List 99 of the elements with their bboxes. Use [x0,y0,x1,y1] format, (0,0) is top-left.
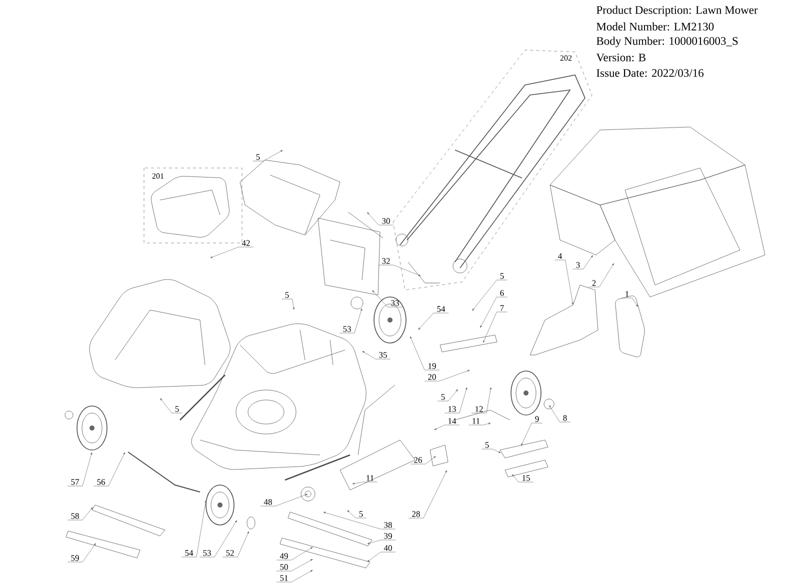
leader-line [418,312,449,330]
callout-number: 5 [500,273,504,279]
callout-number: 11 [472,418,480,424]
leader-line [352,482,378,484]
callout-number: 5 [256,154,260,160]
callout-number: 58 [71,513,79,519]
callout-number: 4 [558,253,562,259]
leader-line [367,540,396,544]
callout-number: 9 [535,416,539,422]
leader-line [67,507,93,520]
leader-line [521,422,542,446]
callout-number: 6 [500,290,504,296]
callout-number: 5 [359,511,363,517]
leader-line [472,280,508,311]
leader-line [512,474,534,482]
callout-number: 57 [71,479,79,485]
header-text: Model Number: LM2130 [596,22,714,31]
leader-line [347,510,366,518]
callout-number: 5 [485,442,489,448]
leader-line [222,531,249,558]
leader-line [483,312,508,343]
callout-number: 7 [500,305,504,311]
leader-line [622,298,638,307]
callout-number: 14 [448,418,456,424]
callout-number: 42 [242,240,250,246]
callout-number: 8 [563,415,567,421]
callout-number: 40 [384,545,392,551]
leader-line [434,424,460,430]
callout-number: 54 [185,550,194,556]
callout-number: 50 [280,564,288,570]
leader-line [572,255,593,270]
callout-number: 28 [412,511,420,517]
callout-number: 12 [476,406,483,412]
leader-line [480,296,508,328]
leader-line [67,543,96,562]
callout-number: 33 [391,300,399,306]
leader-line [444,387,468,414]
leader-line [339,308,362,334]
callout-number: 32 [382,258,390,264]
callout-number: 5 [175,406,179,412]
callout-number: 52 [226,550,234,556]
callout-number: 26 [414,457,422,463]
callout-number: 48 [264,499,272,505]
callout-number: 5 [285,292,289,298]
leader-line [410,336,440,370]
callout-number: 3 [576,262,580,268]
leader-line [378,264,421,276]
callout-number: 15 [522,475,530,481]
leader-line [276,547,313,560]
leader-line [199,520,237,558]
leader-line [424,370,470,382]
leader-line [93,452,125,486]
callout-number: 13 [448,406,456,412]
leader-line [67,452,92,486]
header-text: Product Description: Lawn Mower [596,6,758,16]
callout-number: 56 [97,479,105,485]
header-text: Body Number: 1000016003_S [596,36,738,48]
callout-number: 53 [343,326,351,332]
leader-line [588,263,614,288]
callout-number: 2 [592,280,596,286]
leader-line [554,260,574,305]
leader-line [160,398,182,414]
leader-line [482,448,501,453]
header-text: Version: B [596,54,646,62]
callout-number: 19 [428,363,436,369]
callout-number: 38 [384,522,392,528]
leader-line [260,494,308,506]
callout-number: 59 [71,555,79,561]
assembly-number: 201 [152,173,164,179]
callout-number: 39 [384,533,392,539]
callout-number: 49 [280,553,288,559]
callout-number: 11 [366,475,374,481]
callout-number: 53 [203,550,211,556]
leader-line [323,512,396,530]
leader-line [276,559,313,572]
callout-number: 5 [441,394,445,400]
leader-line [210,246,254,258]
callout-number: 54 [437,306,446,312]
leader-line [181,500,206,558]
header-text: Issue Date: 2022/03/16 [596,69,704,77]
leader-line [252,150,283,162]
callout-number: 35 [379,352,387,358]
leader-line [410,456,436,464]
leader-line [282,298,295,310]
leader-line [468,422,491,426]
leader-line [367,552,396,562]
callout-number: 1 [626,291,629,297]
leader-line [362,351,391,360]
callout-number: 30 [382,218,390,224]
callout-number: 51 [280,575,288,581]
leader-line [438,389,458,402]
leader-line [276,570,313,582]
leader-line [408,470,447,518]
callout-number: 20 [428,374,436,380]
leader-line [372,290,403,308]
assembly-number: 202 [560,55,572,61]
leader-line [549,405,570,422]
leader-line [367,212,394,226]
leader-line [471,387,492,414]
